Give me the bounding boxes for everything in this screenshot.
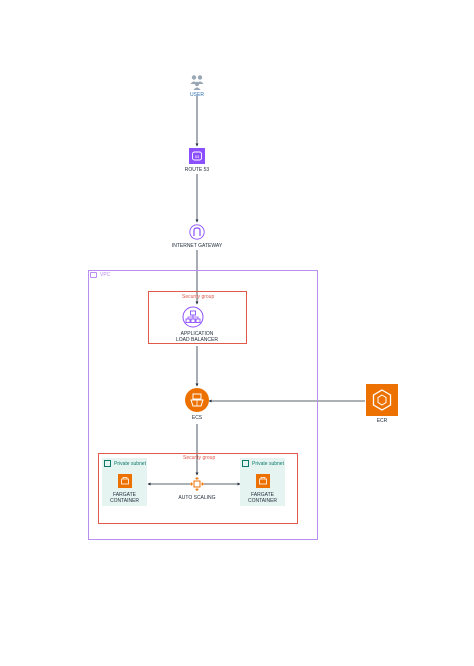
internet-gateway-icon[interactable]	[189, 224, 205, 240]
internet-gateway-label: INTERNET GATEWAY	[171, 243, 223, 249]
private-subnet-icon	[242, 460, 249, 467]
auto-scaling-label: AUTO SCALING	[178, 495, 216, 501]
load-balancer-icon[interactable]	[182, 306, 204, 328]
security-group-alb	[148, 291, 247, 344]
vpc-group	[88, 270, 318, 540]
users-icon[interactable]	[190, 74, 204, 90]
fargate-right-label-line2: CONTAINER	[247, 498, 278, 504]
security-group-alb-label: Security group	[182, 294, 215, 300]
private-subnet-right-label: Private subnet	[252, 461, 284, 467]
route53-label: ROUTE 53	[184, 167, 210, 173]
user-label: USER	[190, 92, 204, 98]
alb-label-line2: LOAD BALANCER	[176, 337, 218, 343]
fargate-icon[interactable]	[118, 474, 132, 488]
svg-text:53: 53	[195, 154, 200, 159]
vpc-label: VPC	[100, 272, 111, 278]
ecs-label: ECS	[191, 415, 203, 421]
private-subnet-icon	[104, 460, 111, 467]
ecr-label: ECR	[376, 418, 388, 424]
vpc-icon	[90, 272, 97, 278]
fargate-right-label-line1: FARGATE	[251, 492, 274, 498]
ecs-icon[interactable]	[185, 388, 209, 412]
route53-icon[interactable]: 53	[189, 148, 205, 164]
fargate-left-label-line2: CONTAINER	[109, 498, 140, 504]
private-subnet-left-label: Private subnet	[114, 461, 146, 467]
ecr-icon[interactable]	[366, 384, 398, 416]
auto-scaling-icon[interactable]	[190, 477, 204, 491]
security-group-tasks	[98, 453, 298, 524]
security-group-tasks-label: Security group	[183, 455, 216, 461]
fargate-icon[interactable]	[256, 474, 270, 488]
fargate-left-label-line1: FARGATE	[113, 492, 136, 498]
alb-label-line1: APPLICATION	[180, 331, 214, 337]
